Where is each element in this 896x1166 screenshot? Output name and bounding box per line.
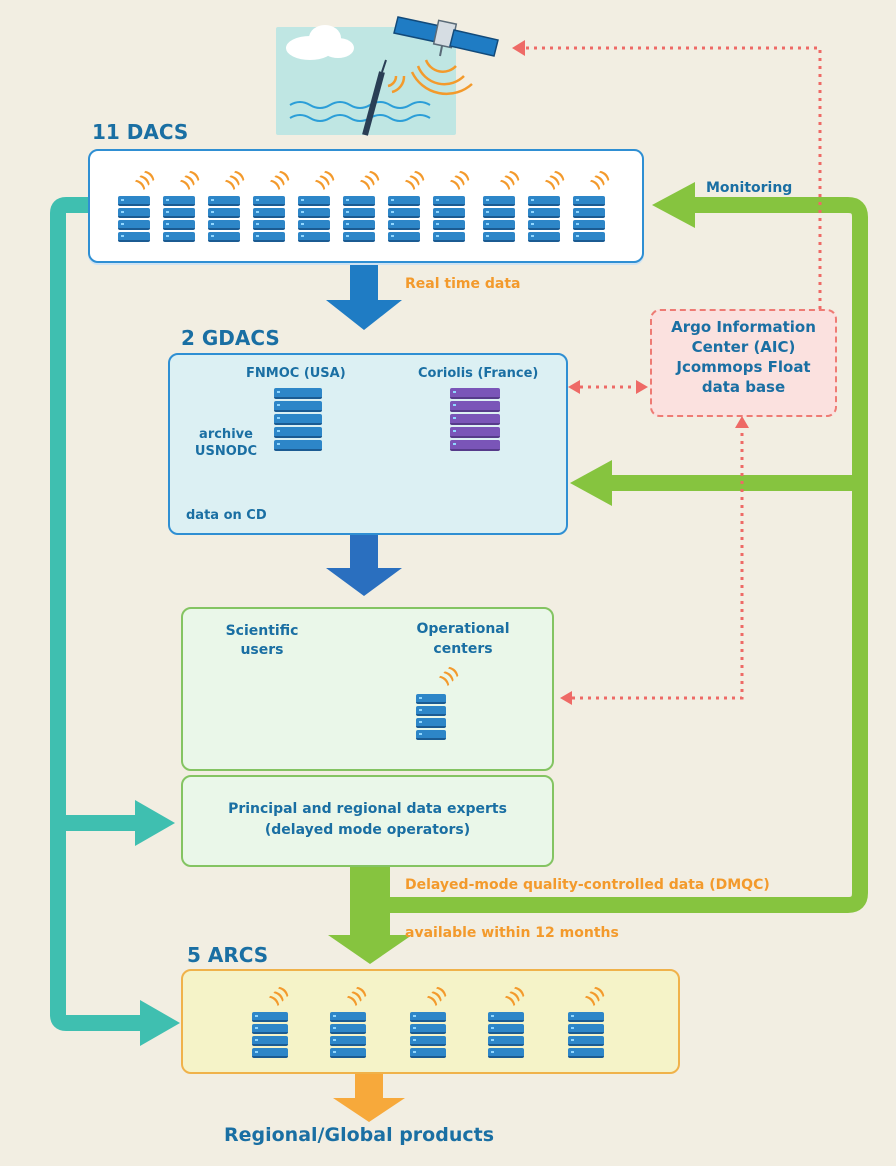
blue-arrow-gdacs-users [326, 533, 402, 596]
coriolis-server-icon [450, 388, 500, 453]
operational-server-icon [416, 694, 446, 742]
gdacs-heading: 2 GDACS [181, 326, 280, 350]
aic-box [650, 309, 837, 417]
aic-label: Argo Information Center (AIC) Jcommops F… [652, 317, 835, 397]
archive-label-line2: USNODC [194, 444, 258, 459]
cloud-icon [286, 25, 354, 60]
server-icon [488, 1012, 524, 1060]
server-icon [573, 196, 605, 244]
experts-line1: Principal and regional data experts [228, 801, 507, 817]
monitoring-label: Monitoring [706, 180, 793, 196]
scientific-users-line2: users [240, 642, 284, 658]
server-icon [208, 196, 240, 244]
dotted-arrowhead-aic-bottom [735, 416, 749, 428]
dotted-arrowhead-aic-left [636, 380, 648, 394]
experts-label: Principal and regional data experts (del… [181, 799, 554, 841]
available-label: available within 12 months [405, 925, 619, 941]
server-icon [433, 196, 465, 244]
real-time-label: Real time data [405, 276, 521, 292]
green-arrowhead-gdacs [570, 460, 612, 506]
fnmoc-server-icon [274, 388, 322, 453]
satellite-icon [393, 16, 499, 96]
float-icon [362, 59, 406, 136]
blue-arrow-dacs-gdacs [326, 262, 402, 330]
archive-label: archive USNODC [186, 426, 266, 460]
green-arrow-experts-arcs [328, 866, 412, 964]
experts-box [181, 775, 554, 867]
operational-centers-line1: Operational [416, 621, 510, 637]
server-icon [253, 196, 285, 244]
orange-arrow-products [333, 1073, 405, 1122]
dotted-aic-to-satellite [525, 46, 822, 309]
wave-lines [289, 101, 431, 122]
green-flow-line [390, 197, 868, 913]
users-box [181, 607, 554, 771]
experts-line2: (delayed mode operators) [264, 822, 471, 838]
server-icon [118, 196, 150, 244]
server-icon [410, 1012, 446, 1060]
server-icon [483, 196, 515, 244]
archive-label-line1: archive [199, 427, 253, 442]
server-icon [388, 196, 420, 244]
scientific-users-line1: Scientific [225, 623, 299, 639]
dotted-arrowhead-users [560, 691, 572, 705]
coriolis-label: Coriolis (France) [418, 366, 539, 381]
scientific-users-label: Scientific users [212, 622, 312, 660]
server-icon [163, 196, 195, 244]
server-icon [298, 196, 330, 244]
server-icon [343, 196, 375, 244]
dotted-arrowhead-gdacs [568, 380, 580, 394]
dmqc-label: Delayed-mode quality-controlled data (DM… [405, 877, 770, 893]
server-icon [528, 196, 560, 244]
aic-line2: Center (AIC) [691, 338, 796, 356]
dacs-heading: 11 DACS [92, 120, 189, 144]
teal-flow-line [50, 197, 150, 1031]
dotted-arrowhead-satellite [512, 40, 525, 56]
operational-centers-line2: centers [433, 641, 493, 657]
regional-global-products-label: Regional/Global products [224, 1124, 494, 1146]
operational-centers-label: Operational centers [408, 619, 518, 659]
aic-line3: Jcommops Float [676, 358, 811, 376]
teal-arrowhead-arcs [140, 1000, 180, 1046]
server-icon [568, 1012, 604, 1060]
dotted-aic-users [572, 425, 744, 700]
data-on-cd-label: data on CD [186, 508, 267, 523]
arcs-heading: 5 ARCS [187, 943, 269, 967]
teal-arrowhead-experts [135, 800, 175, 846]
aic-line1: Argo Information [671, 318, 816, 336]
gdacs-box [168, 353, 568, 535]
dacs-box [88, 149, 644, 263]
fnmoc-label: FNMOC (USA) [246, 366, 346, 381]
aic-line4: data base [701, 378, 786, 396]
server-icon [330, 1012, 366, 1060]
server-icon [252, 1012, 288, 1060]
green-arrowhead-dacs [652, 182, 695, 228]
